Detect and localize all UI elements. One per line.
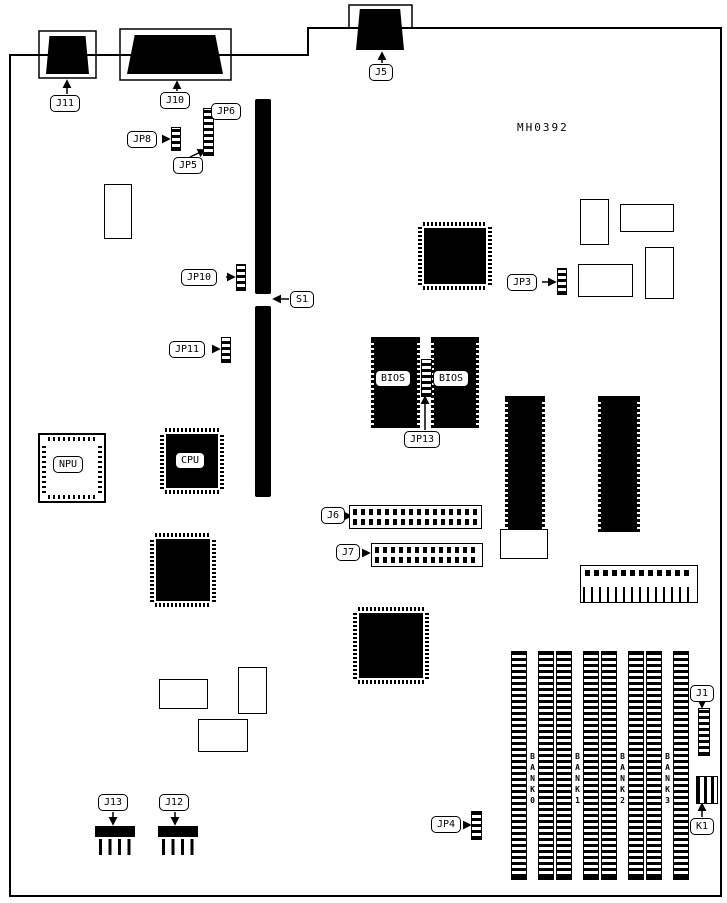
label-s1: S1 — [290, 291, 315, 308]
jumper-jp8 — [171, 127, 181, 151]
edge-connector — [580, 565, 698, 603]
ic-outline — [238, 667, 267, 714]
qfp-chip-topright — [418, 222, 492, 290]
jumper-jp3 — [557, 268, 567, 295]
connector-j11 — [46, 36, 89, 74]
ic-outline — [580, 199, 609, 245]
memory-bank-area: BANK0 BANK1 BANK2 BANK3 — [511, 651, 689, 880]
label-j5: J5 — [369, 64, 394, 81]
memory-bank-0: BANK0 — [511, 651, 554, 880]
qfp-chip-center — [353, 607, 429, 684]
label-bios-right: BIOS — [433, 370, 470, 387]
ic-outline — [645, 247, 674, 299]
jumper-jp11 — [221, 337, 231, 363]
label-j10: J10 — [160, 92, 191, 109]
memory-bank-3: BANK3 — [646, 651, 689, 880]
ic-outline — [620, 204, 674, 232]
label-j1: J1 — [690, 685, 715, 702]
rom-chip-left — [505, 396, 545, 532]
bank-label-0: BANK0 — [528, 752, 537, 807]
label-jp3: JP3 — [507, 274, 538, 291]
rom-chip-right — [598, 396, 640, 532]
ic-outline — [500, 529, 548, 559]
qfp-chip-midleft — [150, 533, 216, 607]
ic-outline — [104, 184, 132, 239]
memory-bank-1: BANK1 — [556, 651, 599, 880]
simm-socket — [538, 651, 554, 880]
label-jp5: JP5 — [173, 157, 204, 174]
header-j1 — [698, 708, 710, 756]
bank-label-2: BANK2 — [618, 752, 627, 807]
header-j6 — [349, 505, 482, 529]
simm-socket — [511, 651, 527, 880]
component-k1 — [696, 776, 718, 804]
label-jp10: JP10 — [181, 269, 218, 286]
label-jp13: JP13 — [404, 431, 441, 448]
label-cpu: CPU — [175, 452, 206, 469]
header-j7 — [371, 543, 483, 567]
label-j7: J7 — [336, 544, 361, 561]
simm-socket — [628, 651, 644, 880]
header-j13 — [95, 826, 135, 855]
jumper-jp4 — [471, 811, 482, 840]
part-number: MH0392 — [517, 121, 569, 134]
memory-bank-2: BANK2 — [601, 651, 644, 880]
ic-outline — [159, 679, 208, 709]
label-k1: K1 — [690, 818, 715, 835]
label-j11: J11 — [50, 95, 81, 112]
label-j12: J12 — [159, 794, 190, 811]
expansion-slot-upper — [255, 99, 271, 294]
header-j12 — [158, 826, 198, 855]
simm-socket — [583, 651, 599, 880]
ic-outline — [198, 719, 248, 752]
jumper-jp13 — [421, 359, 432, 397]
bank-label-1: BANK1 — [573, 752, 582, 807]
simm-socket — [646, 651, 662, 880]
label-jp4: JP4 — [431, 816, 462, 833]
bank-label-3: BANK3 — [663, 752, 672, 807]
label-jp8: JP8 — [127, 131, 158, 148]
simm-socket — [556, 651, 572, 880]
connector-j5 — [356, 9, 404, 50]
connector-j10 — [127, 35, 223, 74]
ic-outline — [578, 264, 633, 297]
expansion-slot-lower — [255, 306, 271, 497]
jumper-jp10 — [236, 264, 246, 291]
simm-socket — [673, 651, 689, 880]
label-jp6: JP6 — [211, 103, 242, 120]
label-bios-left: BIOS — [375, 370, 412, 387]
label-j6: J6 — [321, 507, 346, 524]
label-jp11: JP11 — [169, 341, 206, 358]
label-npu: NPU — [53, 456, 84, 473]
label-j13: J13 — [98, 794, 129, 811]
simm-socket — [601, 651, 617, 880]
